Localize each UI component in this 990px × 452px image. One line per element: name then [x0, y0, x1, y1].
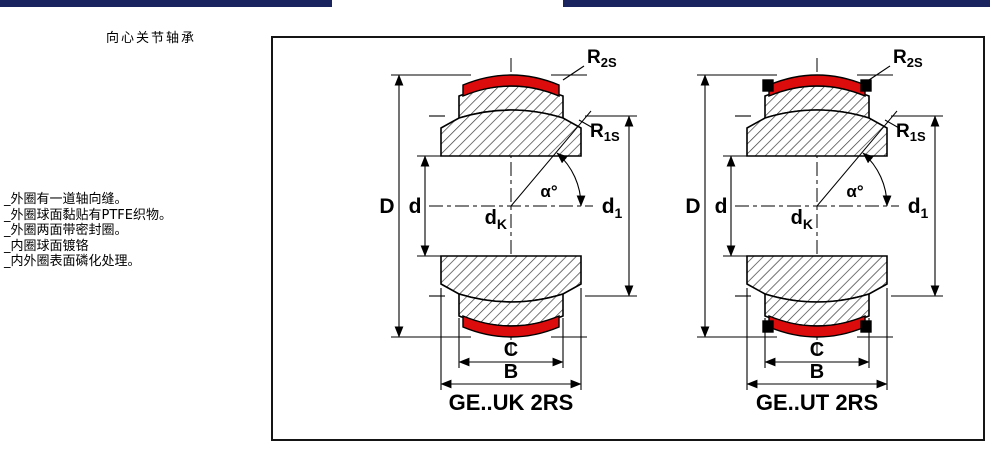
seal-band-bottom — [462, 314, 560, 338]
dim-label-D: D — [379, 195, 394, 218]
dim-label-d: d — [715, 195, 728, 218]
top-accent-bar-left — [0, 0, 332, 7]
seal-band-top — [768, 74, 866, 98]
dim-label-d1: d1 — [908, 195, 929, 221]
tilt-axis-line — [816, 110, 898, 207]
diagram-box: D d dK α° d1 R2S R1S C B GE..UK 2RS — [271, 36, 985, 441]
seal-retainer-block — [860, 320, 872, 333]
dim-label-d: d — [409, 195, 422, 218]
dimension-labels: D d dK α° d1 R2S R1S C B — [685, 47, 928, 383]
top-accent-bar-right — [563, 0, 990, 7]
angle-arc — [556, 152, 586, 207]
ptfe-seal-bands — [762, 74, 872, 338]
note-line: _内圈球面镀铬 — [4, 238, 89, 254]
seal-band-top — [462, 74, 560, 98]
dim-label-C: C — [810, 339, 824, 361]
seal-retainer-block — [762, 79, 774, 92]
dimension-lines — [697, 65, 943, 390]
dim-label-B: B — [810, 361, 824, 383]
r1s-leader-line — [578, 119, 594, 129]
dim-label-r2s: R2S — [893, 47, 923, 70]
seal-retainer-block — [860, 79, 872, 92]
ring-sections — [440, 85, 582, 327]
seal-retainer-block — [762, 320, 774, 333]
notes-list: _外圈有一道轴向缝。 _外圈球面黏贴有PTFE织物。 _外圈两面带密封圈。 _内… — [4, 192, 172, 270]
ptfe-seal-bands — [462, 74, 560, 338]
ring-sections — [746, 85, 888, 327]
dim-label-dk: dK — [791, 207, 813, 232]
inner-ring-top-section — [440, 109, 582, 157]
bearing-figure-ge-ut-2rs: D d dK α° d1 R2S R1S C B GE..UT 2RS — [685, 47, 943, 415]
r1s-leader-line — [884, 119, 900, 129]
note-line: _外圈有一道轴向缝。 — [4, 192, 128, 207]
dim-label-alpha: α° — [846, 182, 863, 201]
dim-label-alpha: α° — [540, 182, 557, 201]
page-title: 向心关节轴承 — [106, 31, 197, 46]
figure-caption-left: GE..UK 2RS — [449, 390, 574, 415]
r2s-leader-line — [868, 65, 891, 81]
inner-ring-top-section — [746, 109, 888, 157]
dim-label-D: D — [685, 195, 700, 218]
tilt-axis-line — [510, 110, 592, 207]
note-line: _外圈两面带密封圈。 — [4, 223, 128, 238]
dim-label-C: C — [504, 339, 518, 361]
note-line: _内外圈表面磷化处理。 — [4, 254, 141, 269]
dimension-labels: D d dK α° d1 R2S R1S C B — [379, 47, 622, 383]
seal-band-bottom — [768, 314, 866, 338]
dim-label-r2s: R2S — [587, 47, 617, 70]
r2s-leader-line — [562, 65, 585, 81]
dim-label-B: B — [504, 361, 518, 383]
dim-label-d1: d1 — [602, 195, 623, 221]
dim-label-r1s: R1S — [896, 121, 926, 144]
dim-label-dk: dK — [485, 207, 507, 232]
dim-label-r1s: R1S — [590, 121, 620, 144]
angle-arc — [862, 152, 892, 207]
note-line: _外圈球面黏贴有PTFE织物。 — [4, 207, 172, 223]
figure-caption-right: GE..UT 2RS — [756, 390, 878, 415]
dimension-lines — [391, 65, 637, 390]
bearing-figure-ge-uk-2rs: D d dK α° d1 R2S R1S C B GE..UK 2RS — [379, 47, 637, 415]
